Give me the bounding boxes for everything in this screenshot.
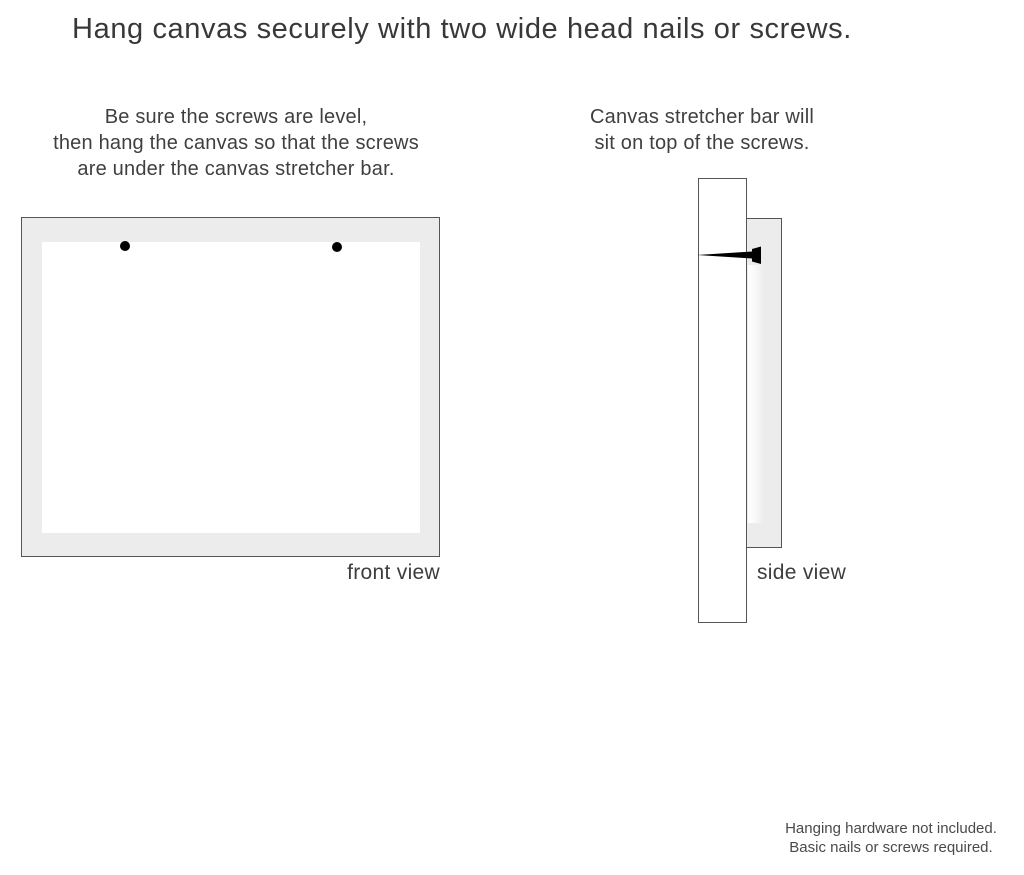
instruction-line: then hang the canvas so that the screws xyxy=(53,132,419,154)
instruction-line: Be sure the screws are level, xyxy=(104,106,368,128)
disclaimer-line: Basic nails or screws required. xyxy=(789,839,993,856)
side-view-label: side view xyxy=(757,561,847,584)
canvas-front-inner-area xyxy=(42,242,420,533)
hardware-disclaimer: Hanging hardware not included. Basic nai… xyxy=(785,819,997,857)
nail-icon xyxy=(697,246,761,264)
nail-shape xyxy=(697,246,761,264)
instruction-line: are under the canvas stretcher bar. xyxy=(77,158,395,180)
nail-head-dot-left xyxy=(120,241,130,251)
canvas-side-highlight xyxy=(748,265,764,523)
disclaimer-line: Hanging hardware not included. xyxy=(785,820,997,837)
page-title: Hang canvas securely with two wide head … xyxy=(72,13,852,45)
instruction-line: sit on top of the screws. xyxy=(594,132,810,154)
canvas-side-view xyxy=(745,218,782,548)
nail-head-dot-right xyxy=(332,242,342,252)
front-view-label: front view xyxy=(347,561,440,584)
side-view-instructions: Canvas stretcher bar will sit on top of … xyxy=(590,104,814,156)
instruction-line: Canvas stretcher bar will xyxy=(590,106,814,128)
stretcher-bar-side-view xyxy=(698,178,747,623)
canvas-front-view xyxy=(21,217,440,557)
front-view-instructions: Be sure the screws are level, then hang … xyxy=(53,104,419,182)
